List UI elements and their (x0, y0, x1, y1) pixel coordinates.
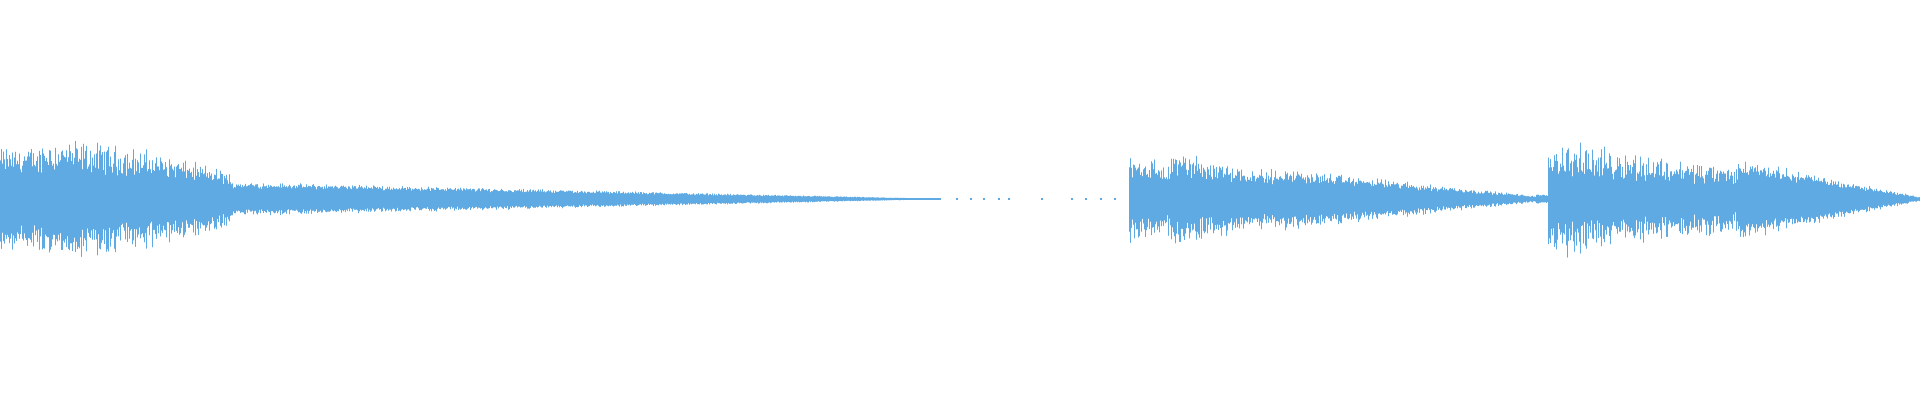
waveform-tick (1114, 198, 1116, 200)
waveform-tick (998, 198, 1000, 200)
waveform-tick (1071, 198, 1073, 200)
waveform-tick (1041, 198, 1043, 200)
waveform-tick (983, 198, 985, 200)
waveform-tick (970, 198, 972, 200)
waveform-bars (0, 141, 1920, 258)
waveform-tick (1008, 198, 1010, 200)
waveform-tick (956, 198, 958, 200)
waveform-tick (1100, 198, 1102, 200)
waveform-tick (1085, 198, 1087, 200)
